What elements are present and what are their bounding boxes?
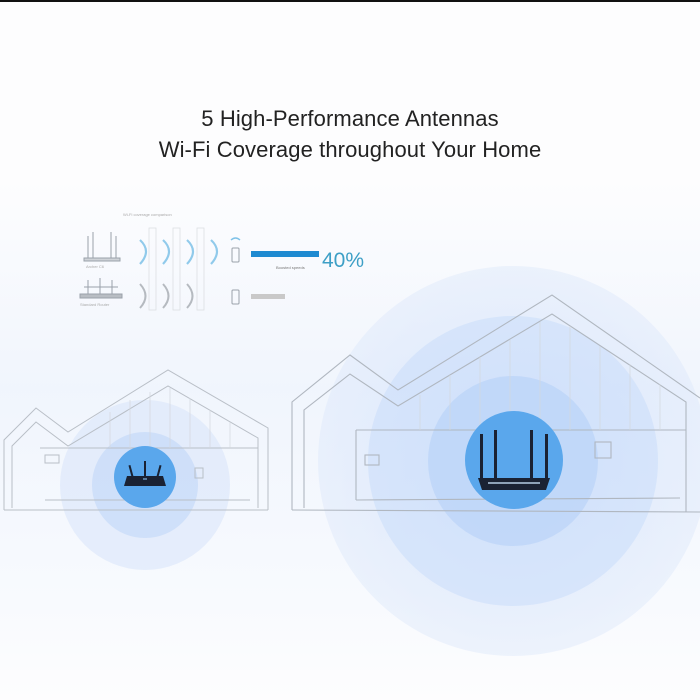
standard-router-icon [124, 461, 166, 486]
headline-line-1: 5 High-Performance Antennas [201, 106, 499, 131]
archer-router-icon [478, 430, 550, 490]
wall-grid [148, 227, 205, 311]
router-label-standard: Standard Router [80, 302, 110, 307]
boosted-speeds-label: Boosted speeds [276, 265, 305, 270]
speed-bar-standard [251, 294, 285, 299]
speed-bar-boosted [251, 251, 319, 257]
signal-waves-weak [139, 283, 194, 309]
phone-icons [230, 237, 241, 305]
comparison-caption: Wi-Fi coverage comparison [123, 212, 172, 217]
router-label-archer: Archer C6 [86, 264, 105, 269]
router-3-antenna-icon [79, 278, 123, 299]
large-router-badge [465, 411, 563, 509]
headline-line-2: Wi-Fi Coverage throughout Your Home [158, 137, 542, 162]
router-5-antenna-icon [83, 232, 121, 262]
top-border [0, 0, 700, 2]
improvement-percent: 40% [322, 249, 365, 272]
signal-waves-strong [139, 239, 219, 265]
